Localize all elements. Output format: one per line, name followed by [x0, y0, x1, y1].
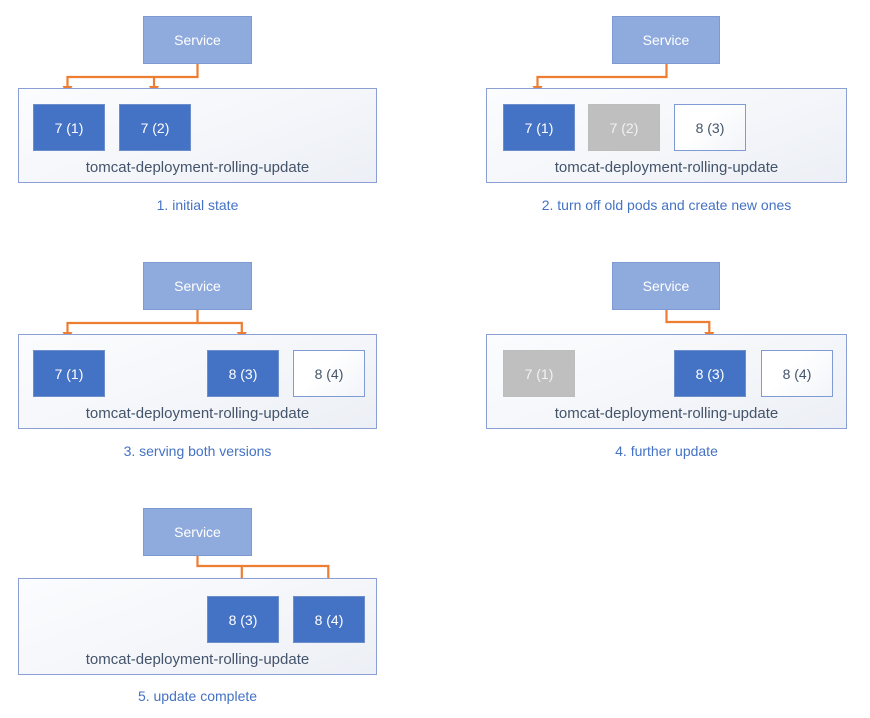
pod-label: 8 (3) [695, 365, 725, 382]
pod-label: 8 (3) [228, 365, 258, 382]
pod-label: 8 (4) [314, 365, 344, 382]
pod-label: 7 (1) [54, 119, 84, 136]
pod-8-3: 8 (3) [207, 350, 279, 397]
panel-caption: 1. initial state [156, 197, 239, 213]
pod-7-1: 7 (1) [33, 104, 105, 151]
deployment-box: 7 (1) 7 (2) 8 (3) tomcat-deployment-roll… [486, 88, 847, 183]
pod-label: 7 (2) [140, 119, 170, 136]
panel-caption: 3. serving both versions [123, 443, 272, 459]
pod-label: 7 (1) [524, 119, 554, 136]
pod-8-4-new: 8 (4) [761, 350, 833, 397]
service-label: Service [174, 32, 221, 48]
pod-label: 7 (2) [609, 119, 639, 136]
deployment-label: tomcat-deployment-rolling-update [85, 651, 310, 668]
deployment-box: 7 (1) 8 (3) 8 (4) tomcat-deployment-roll… [18, 334, 377, 429]
service-label: Service [642, 32, 690, 48]
pod-7-2: 7 (2) [119, 104, 191, 151]
pod-8-3: 8 (3) [674, 350, 746, 397]
pod-7-1-stopped: 7 (1) [503, 350, 575, 397]
pod-8-3: 8 (3) [207, 596, 279, 643]
service-box: Service [143, 16, 252, 64]
service-box: Service [612, 16, 720, 64]
deployment-box: 7 (1) 8 (3) 8 (4) tomcat-deployment-roll… [486, 334, 847, 429]
deployment-box: 7 (1) 7 (2) tomcat-deployment-rolling-up… [18, 88, 377, 183]
pod-label: 7 (1) [54, 365, 84, 382]
service-label: Service [174, 524, 221, 540]
service-label: Service [174, 278, 221, 294]
deployment-label: tomcat-deployment-rolling-update [85, 159, 310, 176]
pod-7-1: 7 (1) [503, 104, 575, 151]
service-box: Service [143, 262, 252, 310]
panel-caption: 2. turn off old pods and create new ones [541, 197, 792, 213]
pod-8-4-new: 8 (4) [293, 350, 365, 397]
deployment-label: tomcat-deployment-rolling-update [554, 405, 779, 422]
deployment-label: tomcat-deployment-rolling-update [554, 159, 779, 176]
deployment-label: tomcat-deployment-rolling-update [85, 405, 310, 422]
pod-label: 8 (3) [695, 119, 725, 136]
deployment-box: 8 (3) 8 (4) tomcat-deployment-rolling-up… [18, 578, 377, 675]
pod-7-1: 7 (1) [33, 350, 105, 397]
pod-8-3-new: 8 (3) [674, 104, 746, 151]
service-label: Service [642, 278, 690, 294]
service-box: Service [143, 508, 252, 556]
panel-caption: 4. further update [615, 443, 718, 459]
pod-label: 7 (1) [524, 365, 554, 382]
pod-label: 8 (3) [228, 611, 258, 628]
pod-7-2-stopped: 7 (2) [588, 104, 660, 151]
pod-8-4: 8 (4) [293, 596, 365, 643]
panel-caption: 5. update complete [137, 688, 258, 704]
pod-label: 8 (4) [782, 365, 812, 382]
pod-label: 8 (4) [314, 611, 344, 628]
service-box: Service [612, 262, 720, 310]
